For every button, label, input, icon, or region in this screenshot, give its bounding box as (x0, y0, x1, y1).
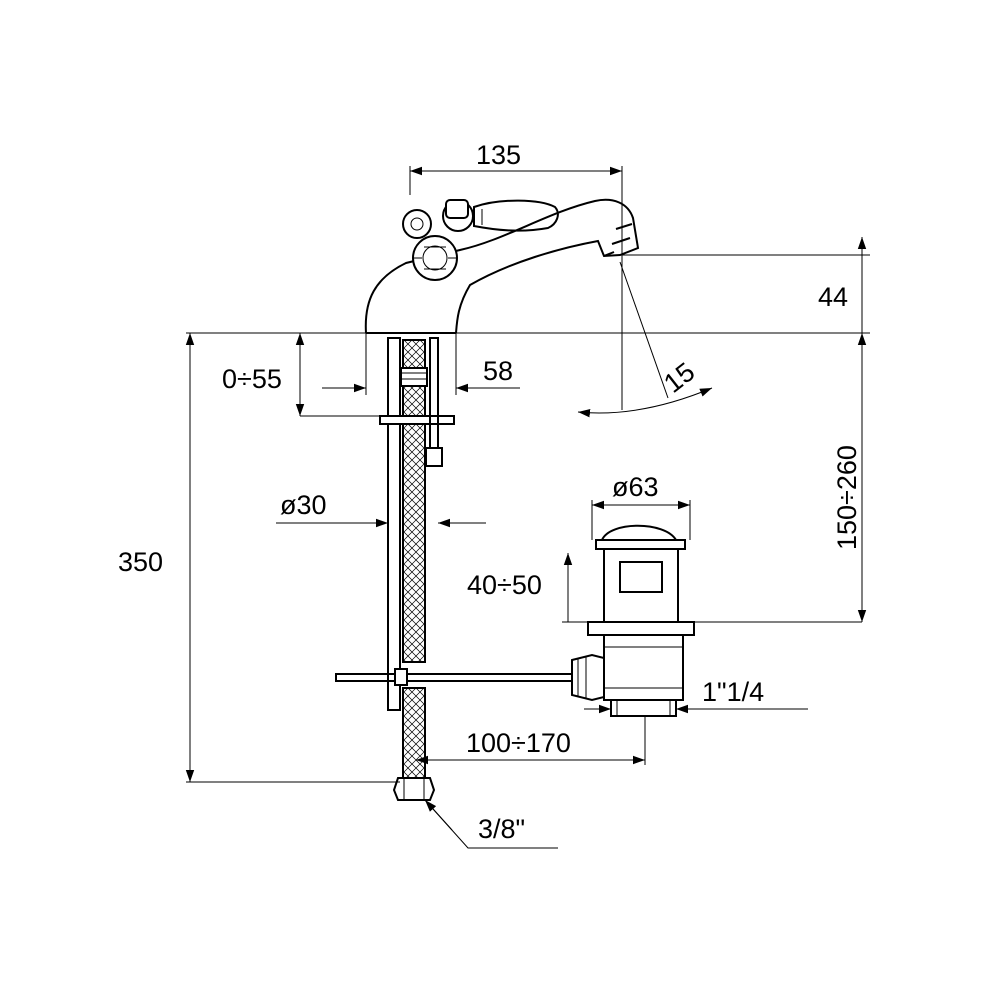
popup-waste (335, 524, 695, 717)
tap-reach-label: 135 (476, 140, 521, 170)
dimension-lines (185, 166, 870, 849)
waste-thread-label: 1"1/4 (702, 677, 764, 707)
spout-height-label: 44 (818, 282, 848, 312)
supply-thread-label: 3/8" (478, 814, 525, 844)
tailpiece (379, 337, 455, 801)
waste-depth-label: 40÷50 (467, 570, 542, 600)
rod-length-label: 100÷170 (466, 728, 571, 758)
tail-diameter-label: ø30 (280, 490, 327, 520)
hole-offset-label: 58 (483, 356, 513, 386)
waste-diameter-label: ø63 (612, 472, 659, 502)
overall-height-label: 350 (118, 547, 163, 577)
spout-range-label: 150÷260 (832, 445, 862, 550)
deck-thickness-label: 0÷55 (222, 364, 282, 394)
swivel-angle-label: 15 (658, 357, 700, 399)
tap-body (364, 198, 640, 334)
